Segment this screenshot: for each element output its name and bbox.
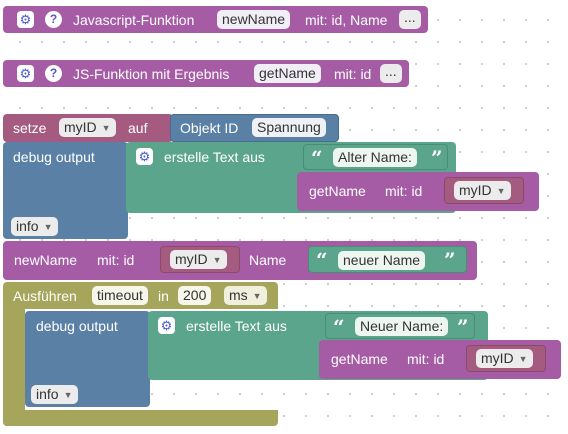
more-button[interactable]: ...	[380, 64, 402, 83]
unit-value: ms	[229, 287, 248, 303]
log-level-value: info	[16, 218, 39, 234]
timeout-block-spine	[3, 306, 25, 426]
more-button[interactable]: ...	[399, 10, 421, 29]
text-string-block[interactable]: “ neuer Name ”	[308, 246, 467, 273]
unit-dropdown[interactable]: ms ▼	[224, 286, 267, 305]
create-text-label: erstelle Text aus	[186, 318, 287, 334]
variable-dropdown[interactable]: myID ▼	[59, 118, 116, 137]
help-icon[interactable]: ?	[45, 11, 62, 28]
dropdown-arrow-icon: ▼	[252, 291, 262, 301]
object-id-label: Objekt ID	[180, 120, 239, 136]
variable-get-block[interactable]: myID ▼	[466, 345, 546, 372]
dropdown-arrow-icon: ▼	[518, 354, 528, 364]
text-string-field[interactable]: Neuer Name:	[355, 317, 449, 336]
timeout-label: Ausführen	[13, 288, 77, 304]
function-call-newname[interactable]: newName mit: id myID ▼ Name “ neuer Name …	[3, 241, 477, 280]
debug-output-block[interactable]: debug output info ▼	[3, 142, 128, 239]
variable-name: myID	[481, 350, 514, 366]
object-id-block[interactable]: Objekt ID Spannung	[170, 114, 339, 142]
log-level-dropdown[interactable]: info ▼	[11, 217, 58, 236]
variable-name: myID	[459, 182, 492, 198]
gear-icon[interactable]	[17, 65, 34, 82]
quote-icon: ”	[444, 248, 456, 272]
timeout-value-field[interactable]: 200	[178, 286, 212, 305]
gear-icon[interactable]	[17, 11, 34, 28]
text-string-field[interactable]: Alter Name:	[333, 148, 417, 167]
function-definition-getname[interactable]: ? JS-Funktion mit Ergebnis getName mit: …	[3, 60, 409, 87]
help-icon[interactable]: ?	[45, 65, 62, 82]
variable-name: myID	[175, 251, 208, 267]
debug-label: debug output	[13, 149, 95, 165]
name-param-label: Name	[249, 252, 287, 268]
function-definition-newname[interactable]: ? Javascript-Funktion newName mit: id, N…	[3, 6, 428, 33]
quote-icon: ”	[431, 146, 443, 170]
debug-output-block[interactable]: debug output info ▼	[25, 311, 150, 407]
variable-dropdown[interactable]: myID ▼	[454, 181, 511, 200]
object-id-field[interactable]: Spannung	[252, 118, 326, 137]
variable-get-block[interactable]: myID ▼	[160, 246, 240, 273]
set-label: setze	[13, 120, 47, 136]
dropdown-arrow-icon: ▼	[101, 123, 111, 133]
call-name: getName	[309, 183, 366, 199]
call-params: mit: id	[385, 183, 423, 199]
call-params: mit: id	[97, 252, 135, 268]
function-call-getname[interactable]: getName mit: id myID ▼	[319, 340, 561, 379]
dropdown-arrow-icon: ▼	[212, 255, 222, 265]
call-params: mit: id	[407, 351, 445, 367]
variable-dropdown[interactable]: myID ▼	[476, 349, 533, 368]
call-name: newName	[14, 252, 78, 268]
function-name-field[interactable]: newName	[217, 10, 291, 29]
timeout-block-footer	[3, 410, 278, 426]
dropdown-arrow-icon: ▼	[63, 390, 73, 400]
text-string-block[interactable]: “ Alter Name: ”	[303, 144, 448, 170]
dropdown-arrow-icon: ▼	[43, 222, 53, 232]
timeout-var-field[interactable]: timeout	[92, 286, 148, 305]
timeout-block[interactable]: Ausführen timeout in 200 ms ▼	[3, 282, 278, 309]
create-text-block[interactable]: erstelle Text aus “ Neuer Name: ”	[148, 311, 488, 380]
text-string-field[interactable]: neuer Name	[338, 251, 426, 270]
set-variable-block[interactable]: setze myID ▼ auf	[3, 114, 173, 142]
log-level-dropdown[interactable]: info ▼	[31, 385, 78, 404]
quote-icon: ”	[457, 315, 469, 339]
in-label: in	[158, 288, 169, 304]
variable-dropdown[interactable]: myID ▼	[170, 250, 227, 269]
function-call-getname[interactable]: getName mit: id myID ▼	[297, 172, 539, 211]
dropdown-arrow-icon: ▼	[496, 186, 506, 196]
variable-name: myID	[64, 119, 97, 135]
function-name-field[interactable]: getName	[254, 64, 321, 83]
call-name: getName	[331, 351, 388, 367]
to-label: auf	[128, 120, 148, 136]
log-level-value: info	[36, 386, 59, 402]
function-params: mit: id, Name	[305, 12, 388, 28]
function-params: mit: id	[334, 66, 372, 82]
quote-icon: “	[316, 248, 328, 272]
debug-label: debug output	[36, 318, 118, 334]
function-label: JS-Funktion mit Ergebnis	[73, 66, 230, 82]
create-text-label: erstelle Text aus	[164, 149, 265, 165]
text-string-block[interactable]: “ Neuer Name: ”	[325, 313, 475, 339]
function-label: Javascript-Funktion	[73, 12, 195, 28]
quote-icon: “	[333, 315, 345, 339]
quote-icon: “	[311, 146, 323, 170]
gear-icon[interactable]	[158, 317, 175, 334]
gear-icon[interactable]	[136, 148, 153, 165]
variable-get-block[interactable]: myID ▼	[444, 177, 524, 204]
